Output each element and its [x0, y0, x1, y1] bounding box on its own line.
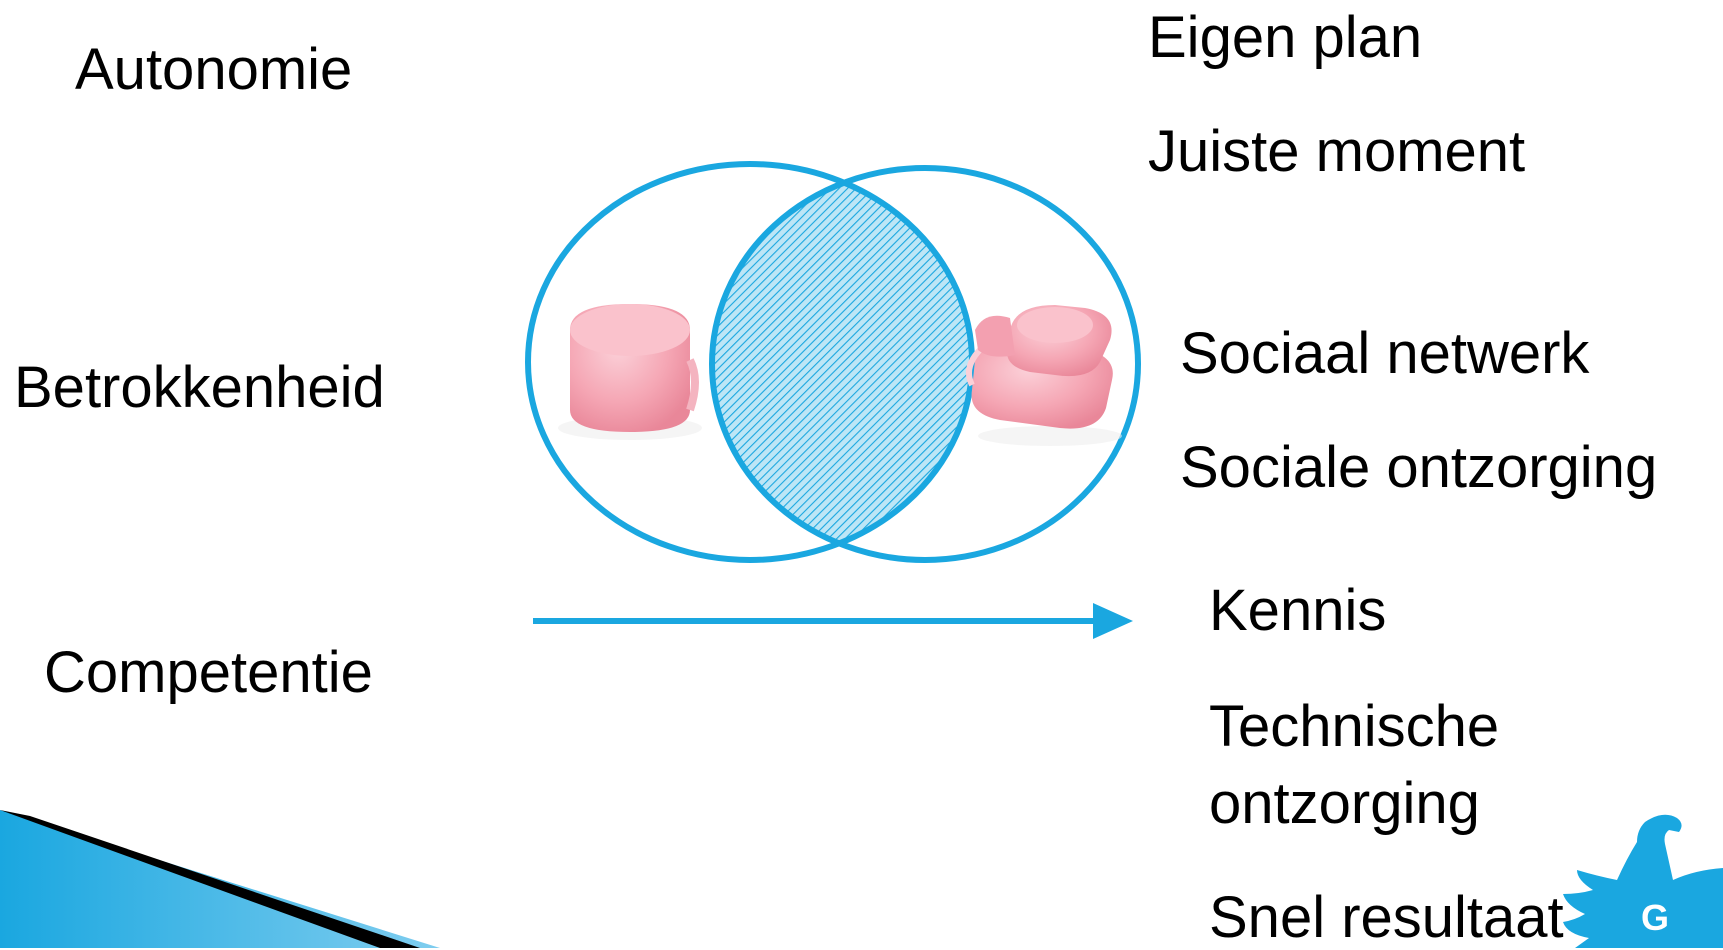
marshmallow-pile-icon — [966, 305, 1122, 446]
label-snel-resultaat: Snel resultaat — [1209, 885, 1564, 950]
marshmallow-single-icon — [558, 304, 702, 440]
label-betrokkenheid: Betrokkenheid — [14, 355, 385, 420]
label-sociaal-netwerk: Sociaal netwerk — [1180, 321, 1590, 386]
eagle-logo-icon: G — [1563, 814, 1723, 948]
label-ontzorging: ontzorging — [1209, 771, 1480, 836]
label-technische: Technische — [1209, 694, 1500, 759]
label-juiste-moment: Juiste moment — [1148, 119, 1526, 184]
venn-circle-right — [709, 165, 1141, 563]
logo-letter: G — [1641, 897, 1669, 938]
label-sociale-ontzorging: Sociale ontzorging — [1180, 435, 1658, 500]
label-autonomie: Autonomie — [75, 37, 353, 102]
label-kennis: Kennis — [1209, 578, 1387, 643]
slide-corner-decoration — [0, 810, 440, 948]
label-competentie: Competentie — [44, 640, 373, 705]
label-eigen-plan: Eigen plan — [1148, 5, 1423, 70]
arrow — [533, 603, 1133, 639]
venn-overlap — [712, 168, 972, 560]
